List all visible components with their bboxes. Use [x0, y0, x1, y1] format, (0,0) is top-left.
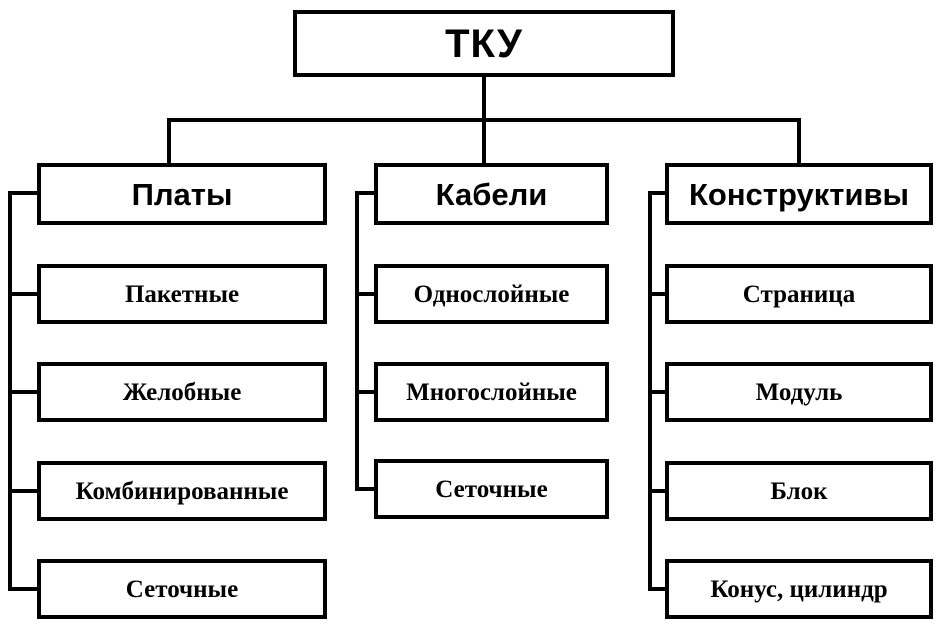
leaf-plates-4: Сеточные	[37, 559, 327, 619]
leaf-plates-1: Пакетные	[37, 264, 327, 324]
leaf-cables-3: Сеточные	[374, 459, 609, 519]
leaf-label: Страница	[742, 280, 856, 308]
category-label: Кабели	[435, 176, 548, 212]
leaf-label: Многослойные	[406, 378, 577, 406]
leaf-constructives-4: Конус, цилиндр	[665, 559, 933, 619]
leaf-label: Желобные	[122, 378, 242, 406]
root-node: ТКУ	[293, 10, 675, 77]
category-constructives: Конструктивы	[665, 163, 933, 225]
leaf-cables-2: Многослойные	[374, 362, 609, 422]
category-plates: Платы	[37, 163, 327, 225]
leaf-plates-2: Желобные	[37, 362, 327, 422]
leaf-constructives-3: Блок	[665, 461, 933, 521]
category-cables: Кабели	[374, 163, 609, 225]
leaf-label: Конус, цилиндр	[710, 575, 888, 603]
leaf-constructives-2: Модуль	[665, 362, 933, 422]
root-label: ТКУ	[445, 21, 523, 66]
leaf-label: Блок	[770, 477, 828, 505]
leaf-label: Пакетные	[124, 280, 240, 308]
leaf-label: Сеточные	[435, 475, 548, 503]
leaf-cables-1: Однослойные	[374, 264, 609, 324]
leaf-label: Комбинированные	[75, 477, 289, 505]
leaf-label: Однослойные	[413, 280, 570, 308]
category-label: Платы	[131, 176, 233, 212]
leaf-plates-3: Комбинированные	[37, 461, 327, 521]
leaf-label: Модуль	[755, 378, 843, 406]
leaf-label: Сеточные	[125, 575, 239, 603]
leaf-constructives-1: Страница	[665, 264, 933, 324]
category-label: Конструктивы	[688, 176, 910, 212]
